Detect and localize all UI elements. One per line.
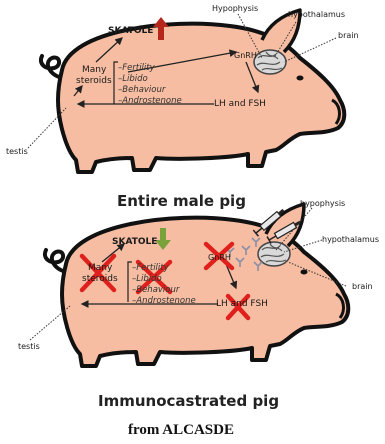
pig-body [62,218,348,366]
steroids-label: steroids [76,76,112,86]
hypothalamus-label: hypothalamus [288,10,345,19]
hypophysis-label: hypophysis [300,199,345,208]
effect-androstenone: –Androstenone [118,96,182,106]
brain-label: brain [352,282,373,291]
brain-icon [258,242,290,266]
testis-label: testis [6,147,28,156]
entire-male-pig: Hypophysis hypothalamus brain SKATOLE Gn… [6,4,359,210]
many-label: Many [88,263,113,273]
hypophysis-label: Hypophysis [212,4,258,13]
effect-behaviour: –Behaviour [132,285,180,295]
gnrh-label: GnRH [208,253,231,262]
skatole-label: SKATOLE [108,26,153,36]
top-caption: Entire male pig [117,192,246,210]
lh-fsh-label: LH and FSH [216,299,268,309]
pig-eye [301,270,308,275]
many-label: Many [82,65,107,75]
effect-libido: –Libido [132,274,162,284]
source-credit: from ALCASDE [128,422,234,438]
effect-behaviour: –Behaviour [118,85,166,95]
effect-libido: –Libido [118,74,148,84]
pig-tail [41,56,62,78]
gnrh-label: GnRH [234,51,257,60]
immunocastrated-pig: hypophysis hypothalamus brain SKATOLE Gn… [18,199,379,410]
pig-eye [297,76,304,81]
brain-label: brain [338,31,359,40]
skatole-label: SKATOLE [112,237,157,247]
effect-fertility: –Fertility [118,63,156,73]
brain-icon [254,50,286,74]
hypothalamus-label: hypothalamus [322,235,379,244]
steroids-label: steroids [82,274,118,284]
pig-tail [45,250,66,272]
lh-fsh-label: LH and FSH [214,99,266,109]
bottom-caption: Immunocastrated pig [98,392,279,410]
effect-androstenone: –Androstenone [132,296,196,306]
pig-body [58,24,344,172]
testis-label: testis [18,342,40,351]
effect-fertility: –Fertility [132,263,170,273]
